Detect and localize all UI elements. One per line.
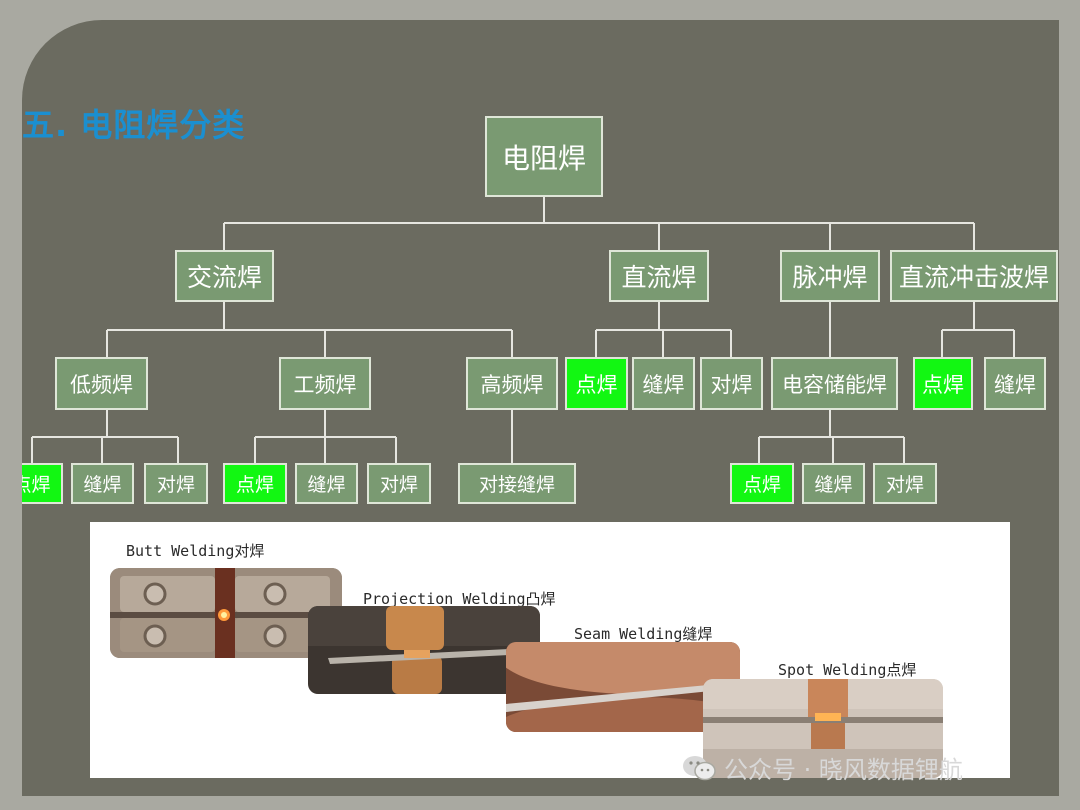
node-dc: 直流焊 — [609, 250, 709, 302]
node-low-seam: 缝焊 — [71, 463, 134, 504]
watermark: 公众号 · 晓风数据锂航 — [682, 750, 963, 785]
node-high-butt-seam: 对接缝焊 — [458, 463, 576, 504]
caption-seam: Seam Welding缝焊 — [574, 625, 713, 643]
seam-welding-photo — [506, 642, 740, 732]
node-power-butt: 对焊 — [367, 463, 431, 504]
wechat-icon — [683, 755, 716, 780]
node-dc-spot: 点焊 — [565, 357, 628, 410]
node-low-butt: 对焊 — [144, 463, 208, 504]
slide: 五. 电阻焊分类 — [22, 20, 1059, 796]
slide-title: 五. 电阻焊分类 — [22, 106, 246, 144]
node-ac: 交流焊 — [175, 250, 274, 302]
node-cap-seam: 缝焊 — [802, 463, 865, 504]
node-dcw-seam: 缝焊 — [984, 357, 1046, 410]
welding-photos-panel: Butt Welding对焊 Projection Welding凸焊 Seam… — [90, 522, 1010, 778]
projection-welding-photo — [308, 606, 540, 694]
node-dc-seam: 缝焊 — [632, 357, 695, 410]
node-high-freq: 高频焊 — [466, 357, 558, 410]
node-cap-spot: 点焊 — [730, 463, 794, 504]
node-pulse: 脉冲焊 — [780, 250, 880, 302]
node-power-freq: 工频焊 — [279, 357, 371, 410]
node-low-spot: 点焊 — [22, 463, 63, 504]
spot-welding-photo — [703, 679, 943, 778]
watermark-text: 公众号 · 晓风数据锂航 — [724, 756, 963, 784]
caption-butt: Butt Welding对焊 — [126, 542, 265, 560]
node-dcw-spot: 点焊 — [913, 357, 973, 410]
node-dc-wave: 直流冲击波焊 — [890, 250, 1058, 302]
node-power-spot: 点焊 — [223, 463, 287, 504]
caption-spot: Spot Welding点焊 — [778, 661, 917, 679]
node-dc-butt: 对焊 — [700, 357, 763, 410]
node-low-freq: 低频焊 — [55, 357, 148, 410]
butt-welding-photo — [110, 568, 342, 658]
tree-connectors — [31, 197, 1015, 463]
caption-projection: Projection Welding凸焊 — [363, 590, 556, 608]
node-cap-butt: 对焊 — [873, 463, 937, 504]
node-root: 电阻焊 — [485, 116, 603, 197]
node-capacitor: 电容储能焊 — [771, 357, 898, 410]
node-power-seam: 缝焊 — [295, 463, 358, 504]
